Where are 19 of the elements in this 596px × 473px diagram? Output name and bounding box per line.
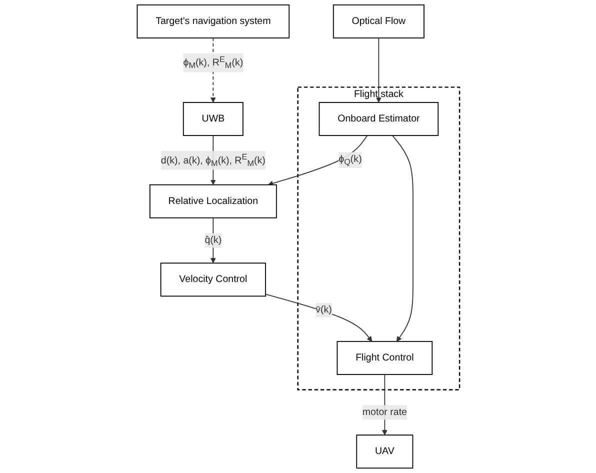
arrow bbox=[264, 294, 372, 342]
edge-label: ϕ$_{M}$(k), R$^{E}$$_{M}$(k) bbox=[182, 54, 243, 70]
node-box: Flight Control bbox=[336, 340, 432, 375]
arrow bbox=[392, 135, 414, 342]
edge-label: d(k), a(k), ϕ$_{M}$(k), R$^{E}$$_{M}$(k) bbox=[160, 152, 266, 168]
edge-label: q̂(k) bbox=[204, 234, 222, 246]
node-box: UWB bbox=[182, 102, 244, 136]
node-box: Relative Localization bbox=[149, 184, 276, 218]
node-box: Optical Flow bbox=[332, 4, 424, 38]
node-box: Velocity Control bbox=[160, 262, 266, 297]
arrow bbox=[210, 217, 216, 264]
arrow bbox=[376, 37, 381, 103]
node-box: Target’s navigation system bbox=[136, 4, 290, 38]
arrow bbox=[268, 135, 368, 186]
node-box: UAV bbox=[356, 434, 413, 469]
node-box: Onboard Estimator bbox=[318, 102, 438, 136]
edge-label: ϕ$_{Q}$(k) bbox=[338, 154, 362, 166]
edge-label: motor rate bbox=[362, 406, 407, 418]
edge-label: v̄(k) bbox=[315, 304, 332, 316]
